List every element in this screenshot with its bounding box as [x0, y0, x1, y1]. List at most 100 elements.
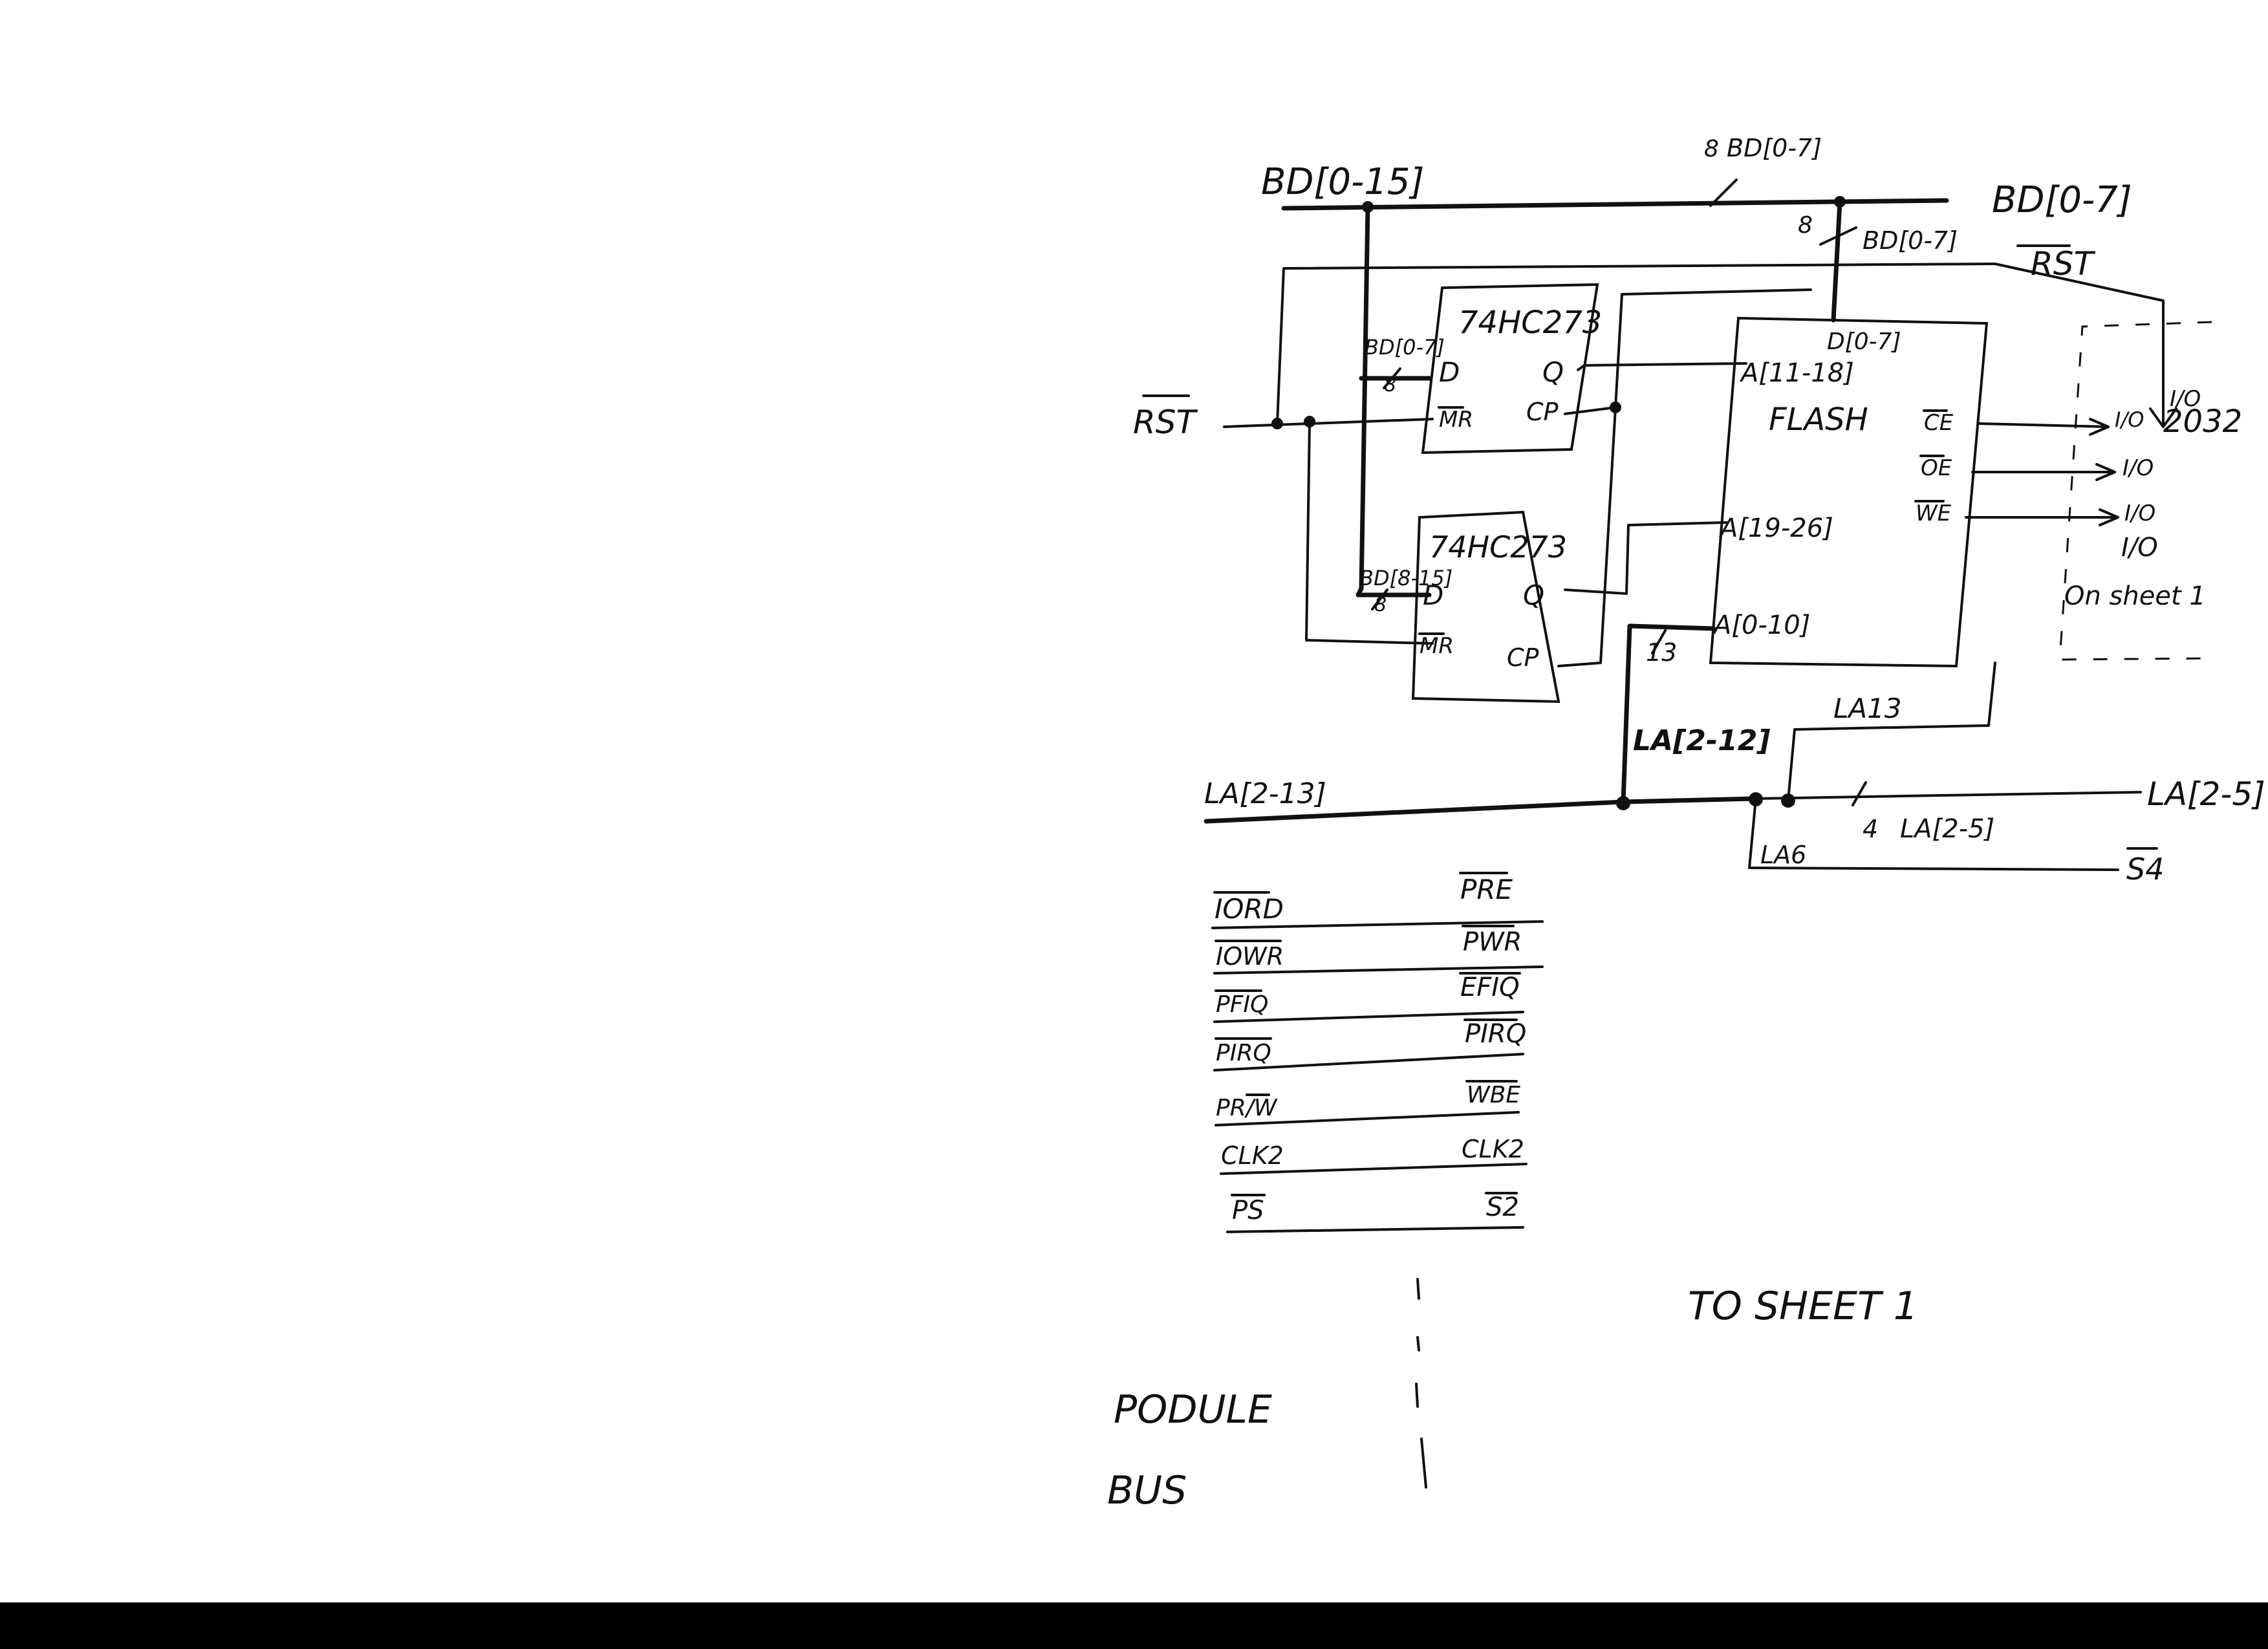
- signal-row: PFIQ EFIQ: [1213, 972, 1524, 1023]
- we-arrow: [2099, 508, 2119, 526]
- signal-left: PFIQ: [1216, 991, 1268, 1018]
- q-lower-to-a-mid: [1564, 521, 1728, 595]
- signal-row: PIRQ PIRQ: [1213, 1018, 1526, 1072]
- rst-input-wire: [1223, 418, 1434, 428]
- flash-data-pin: D[0-7]: [1827, 329, 1901, 355]
- chip-lower-mr-pin: MR: [1420, 633, 1454, 659]
- chip-upper-d-pin: D: [1439, 356, 1460, 388]
- flash-name: FLASH: [1769, 402, 1868, 438]
- flash-chip: D[0-7] A[11-18] FLASH A[19-26] A[0-10] C…: [1709, 316, 1989, 668]
- la-flash-label: LA[2-12]: [1633, 724, 1770, 757]
- signal-wire: [1220, 1163, 1528, 1175]
- chip-lower-q-pin: Q: [1523, 579, 1544, 611]
- flash-a-low-pin: A[0-10]: [1712, 610, 1810, 640]
- chip-upper-q-pin: Q: [1542, 356, 1564, 388]
- signal-table: IORD PRE IOWR PWR PFIQ EFIQ PIRQ PIRQ: [1211, 872, 1544, 1233]
- flash-ce-pin: CE: [1924, 410, 1954, 436]
- la13-wire: [1787, 662, 1996, 802]
- signal-left: PIRQ: [1216, 1040, 1271, 1066]
- signal-right: CLK2: [1462, 1135, 1524, 1163]
- chip-upper-body: [1421, 283, 1599, 455]
- rst-left-label: RST: [1133, 404, 1198, 441]
- cp-upper-wire: [1564, 288, 1812, 415]
- bd-width-slash: [1709, 178, 1738, 207]
- la-flash-bus: [1621, 623, 1716, 804]
- divider-tick: [1416, 1278, 1420, 1300]
- signal-row: CLK2 CLK2: [1220, 1135, 1528, 1175]
- chip-lower-bus-label: BD[8-15]: [1359, 566, 1453, 590]
- signal-left: CLK2: [1221, 1141, 1284, 1170]
- cpld-io-label-1: I/O: [2170, 386, 2201, 412]
- a-low-width-slash: [1651, 629, 1667, 654]
- signal-wire: [1226, 1226, 1524, 1233]
- a-low-width: 13: [1646, 638, 1677, 667]
- bd-flash-label: BD[0-7]: [1863, 226, 1958, 255]
- divider-tick: [1420, 1438, 1427, 1489]
- flash-a-mid-pin: A[19-26]: [1718, 513, 1833, 543]
- chip-upper-74hc273: 74HC273 D Q MR CP BD[0-7] 8: [1365, 283, 1602, 455]
- cpld-2032: I/O I/O 2032 I/O I/O I/O On sheet 1: [2058, 321, 2242, 661]
- signal-wire: [1213, 1011, 1524, 1023]
- cp-lower-wire: [1557, 406, 1617, 667]
- la6-junction: [1749, 792, 1763, 806]
- signal-left: IOWR: [1216, 942, 1284, 971]
- chip-upper-bus-label: BD[0-7]: [1365, 335, 1445, 360]
- signal-row: IORD PRE: [1211, 872, 1544, 929]
- signal-right: WBE: [1467, 1082, 1520, 1108]
- signal-row: IOWR PWR: [1213, 925, 1544, 975]
- signal-row: PR/W WBE: [1215, 1080, 1520, 1126]
- chip-lower-d-pin: D: [1423, 579, 1443, 611]
- signal-wire: [1213, 1053, 1524, 1072]
- chip-upper-part: 74HC273: [1458, 305, 1602, 341]
- la-main-label: LA[2-13]: [1204, 777, 1326, 810]
- bd-top-label: BD[0-7]: [1727, 134, 1822, 162]
- signal-wire: [1215, 1111, 1520, 1126]
- bd-main-label: BD[0-15]: [1261, 161, 1424, 203]
- chip-upper-width-slash: [1383, 367, 1401, 389]
- rst-lower-wire: [1305, 420, 1434, 645]
- rst-junction-2: [1304, 416, 1315, 427]
- rst-right-label: RST: [2031, 245, 2095, 283]
- rst-top-wire: [1276, 263, 1996, 425]
- flash-control-wires: [1965, 263, 2177, 526]
- cpld-dashed-outline: [2058, 321, 2212, 661]
- bus-label: BUS: [1107, 1468, 1187, 1513]
- signal-right: PIRQ: [1465, 1019, 1526, 1049]
- la-tap-width-slash: [1852, 781, 1867, 806]
- cpld-io-label-5: I/O: [2121, 533, 2158, 563]
- signal-left: PS: [1232, 1196, 1264, 1225]
- bd-top-width: 8: [1704, 136, 1719, 162]
- rst-net: RST RST: [1133, 244, 2095, 645]
- cpld-note: On sheet 1: [2064, 581, 2206, 611]
- la-tap-label: LA[2-5]: [1900, 814, 1994, 844]
- la13-junction: [1781, 793, 1795, 808]
- cpld-part: 2032: [2163, 404, 2242, 440]
- to-sheet-label: TO SHEET 1: [1688, 1284, 1918, 1329]
- s4-label: S4: [2126, 852, 2164, 887]
- signal-row: PS S2: [1226, 1192, 1524, 1233]
- chip-lower-width-slash: [1371, 588, 1388, 610]
- rst-cpld-arrow: [2149, 407, 2177, 428]
- signal-wire: [1213, 965, 1544, 975]
- bd-flash-width: 8: [1798, 212, 1813, 239]
- ce-wire: [1978, 422, 2110, 428]
- la-bus: 13 LA[2-13] LA[2-12] LA13 LA[2-5] 4 LA[2…: [1204, 623, 2265, 887]
- la6-wire: [1748, 797, 2119, 871]
- bd-flash-drop: [1831, 199, 1842, 323]
- bd-bus: BD[0-15] 8 BD[0-7] BD[0-7] 8 BD[0-7]: [1261, 134, 2132, 598]
- cp-junction: [1610, 402, 1621, 413]
- chip-upper-cp-pin: CP: [1526, 398, 1559, 426]
- chip-upper-width: 8: [1384, 374, 1396, 396]
- chip-lower-74hc273: 74HC273 D Q MR CP BD[8-15] 8: [1359, 510, 1567, 704]
- la13-label: LA13: [1833, 693, 1902, 724]
- scan-border: [0, 1602, 2268, 1649]
- chip-lower-cp-pin: CP: [1507, 643, 1539, 672]
- q-upper-to-a-high: [1577, 362, 1747, 371]
- flash-oe-pin: OE: [1921, 455, 1952, 481]
- rst-to-cpld-wire: [1994, 263, 2165, 425]
- bd-bus-to-lower-chip: [1355, 586, 1432, 598]
- signal-left: PR/W: [1216, 1095, 1278, 1121]
- bd-flash-width-slash: [1819, 226, 1857, 246]
- signal-right: EFIQ: [1460, 973, 1520, 1002]
- bd-flash-junction: [1834, 196, 1846, 208]
